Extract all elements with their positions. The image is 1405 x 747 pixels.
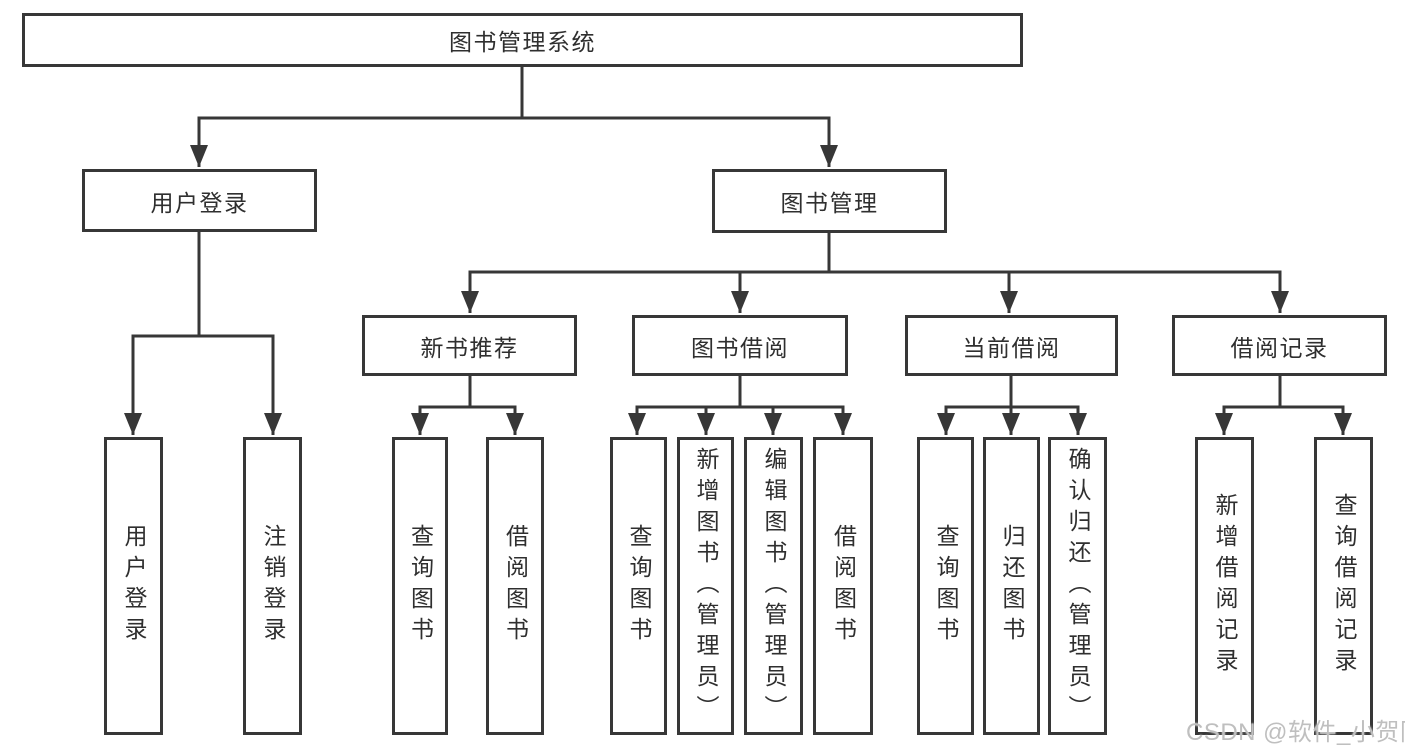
leaf-confirm-return-admin: 确认归还（管理员）: [1048, 437, 1107, 735]
node-new-book-recommend: 新书推荐: [362, 315, 577, 376]
leaf-add-book-admin: 新增图书（管理员）: [677, 437, 734, 735]
leaf-edit-book-admin: 编辑图书（管理员）: [744, 437, 803, 735]
leaf-current-query-books: 查询图书: [917, 437, 974, 735]
node-new-book-recommend-label: 新书推荐: [420, 334, 519, 361]
leaf-query-borrow-record: 查询借阅记录: [1314, 437, 1373, 735]
leaf-borrow-books: 借阅图书: [813, 437, 873, 735]
leaf-add-borrow-record: 新增借阅记录: [1195, 437, 1254, 735]
leaf-add-borrow-record-label: 新增借阅记录: [1212, 493, 1238, 679]
leaf-recommend-query-books-label: 查询图书: [407, 524, 434, 648]
watermark-text: CSDN @软件_小贺同学: [1186, 719, 1405, 746]
node-book-management: 图书管理: [712, 169, 947, 233]
node-root-label: 图书管理系统: [449, 29, 596, 55]
leaf-logout: 注销登录: [243, 437, 302, 735]
node-current-borrowing-label: 当前借阅: [962, 334, 1061, 361]
node-borrowing-records-label: 借阅记录: [1230, 334, 1329, 361]
leaf-borrowing-query-books-label: 查询图书: [626, 524, 652, 648]
leaf-current-query-books-label: 查询图书: [933, 524, 959, 648]
node-current-borrowing: 当前借阅: [905, 315, 1118, 376]
leaf-recommend-borrow-books-label: 借阅图书: [502, 524, 529, 648]
leaf-recommend-query-books: 查询图书: [392, 437, 448, 735]
node-root-library-system: 图书管理系统: [22, 13, 1023, 67]
node-borrowing-records: 借阅记录: [1172, 315, 1387, 376]
leaf-logout-label: 注销登录: [260, 524, 286, 648]
leaf-confirm-return-admin-label: 确认归还（管理员）: [1065, 446, 1091, 726]
node-book-management-label: 图书管理: [780, 190, 879, 216]
leaf-recommend-borrow-books: 借阅图书: [486, 437, 544, 735]
leaf-user-login-label: 用户登录: [121, 524, 147, 648]
leaf-edit-book-admin-label: 编辑图书（管理员）: [761, 446, 787, 726]
leaf-borrow-books-label: 借阅图书: [830, 524, 857, 648]
node-book-borrowing: 图书借阅: [632, 315, 848, 376]
leaf-add-book-admin-label: 新增图书（管理员）: [693, 446, 719, 726]
leaf-return-book-label: 归还图书: [999, 524, 1025, 648]
leaf-query-borrow-record-label: 查询借阅记录: [1331, 493, 1357, 679]
leaf-return-book: 归还图书: [983, 437, 1040, 735]
leaf-borrowing-query-books: 查询图书: [610, 437, 667, 735]
node-user-login-label: 用户登录: [150, 189, 249, 216]
node-book-borrowing-label: 图书借阅: [691, 334, 789, 361]
node-user-login: 用户登录: [82, 169, 317, 232]
leaf-user-login: 用户登录: [104, 437, 163, 735]
